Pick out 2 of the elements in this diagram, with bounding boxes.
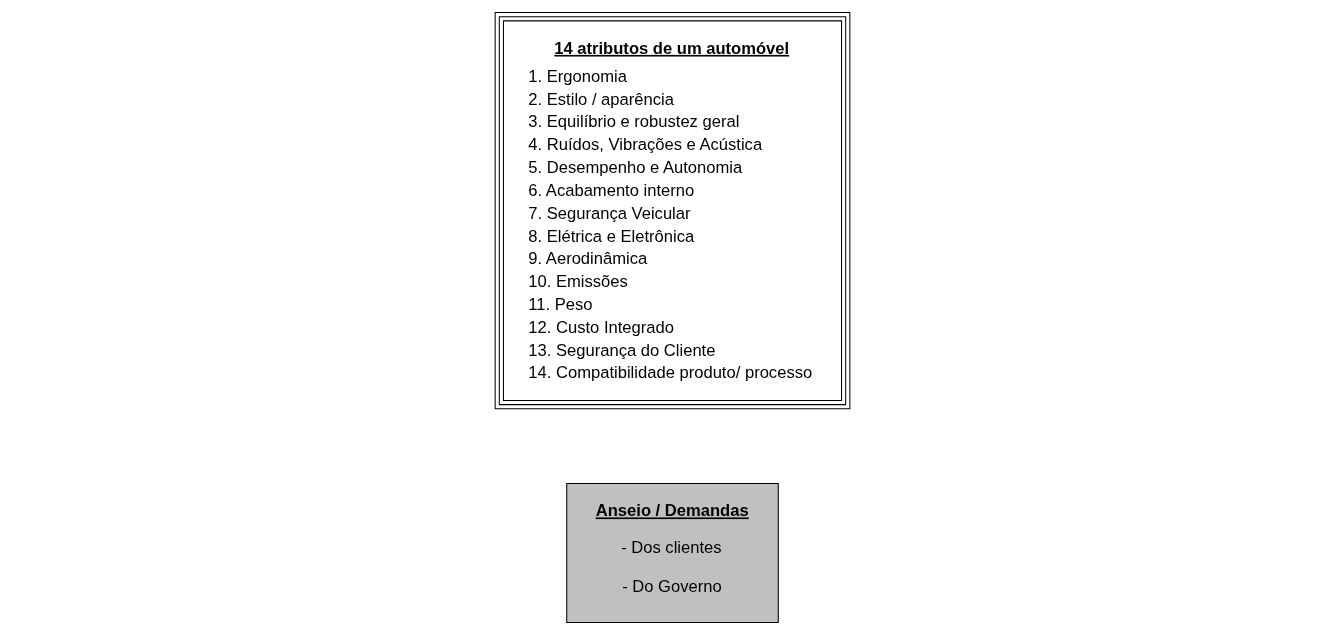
node-box: 14 atributos de um automóvel 1. Ergonomia 2. Estilo / aparência 3. Equilíbrio e robustez geral 4. Ruídos, Vibrações e Acústica 5. Desempenho e Autonomia 6. Acabamento interno 7. Segurança Veicular 8. Elétrica e Eletrônica 9. Aerodinâmica 10. Emissões 11. Peso 12. Custo Integrado 13. Segurança do Cliente 14. Compatibilidade produto/ processo	[494, 12, 850, 410]
node-box: Anseio / Demandas - Dos clientes - Do Governo	[565, 482, 779, 623]
